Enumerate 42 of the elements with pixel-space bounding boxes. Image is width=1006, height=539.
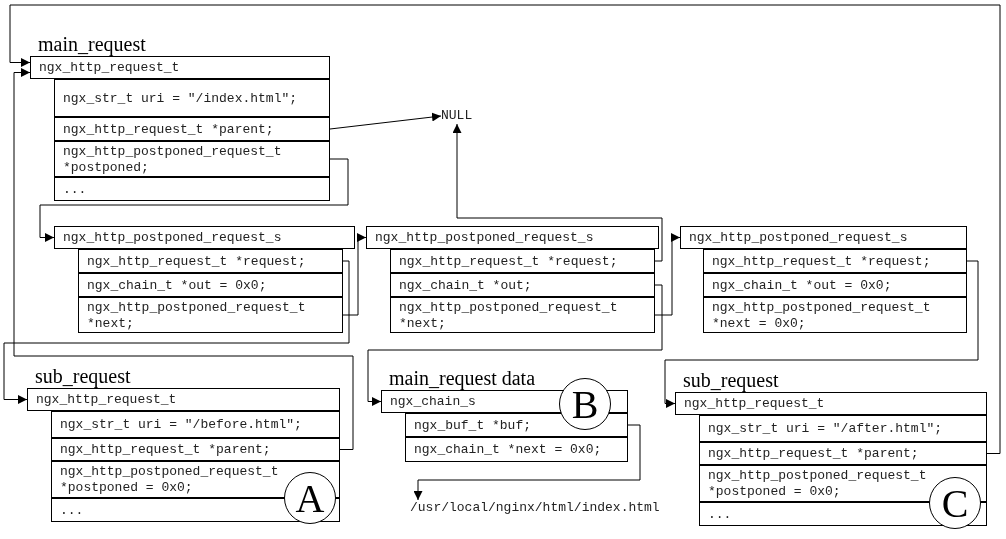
- pointer-arrow: [39, 158, 349, 242]
- pointer-arrow: [452, 123, 663, 262]
- struct-type-header: ngx_http_request_t: [675, 392, 987, 415]
- struct-type-header: ngx_http_request_t: [27, 388, 340, 411]
- struct-type-header: ngx_http_postponed_request_s: [680, 226, 967, 249]
- pointer-arrow: [367, 284, 663, 406]
- struct-field: ngx_http_request_t *request;: [78, 249, 343, 273]
- struct-field: ngx_http_request_t *parent;: [699, 442, 987, 465]
- struct-field: ...: [54, 177, 330, 201]
- value-text: /usr/local/nginx/html/index.html: [410, 500, 660, 516]
- struct-field: ngx_http_postponed_request_t *next = 0x0;: [703, 297, 967, 333]
- struct-field: ngx_str_t uri = "/before.html";: [51, 411, 340, 438]
- struct-field: ngx_http_request_t *request;: [390, 249, 655, 273]
- struct-type-header: ngx_http_postponed_request_s: [54, 226, 355, 249]
- pointer-arrow: [13, 68, 354, 450]
- variable-name: sub_request: [35, 364, 131, 388]
- marker-circle: B: [559, 378, 611, 430]
- struct-field: ngx_http_request_t *parent;: [51, 438, 340, 461]
- pointer-arrow: [413, 424, 641, 501]
- struct-field: ngx_str_t uri = "/index.html";: [54, 79, 330, 117]
- variable-name: main_request data: [389, 366, 536, 390]
- struct-field: ngx_chain_t *out = 0x0;: [78, 273, 343, 297]
- struct-field: ngx_http_request_t *parent;: [54, 117, 330, 141]
- struct-field: ngx_chain_t *next = 0x0;: [405, 437, 628, 462]
- pointer-arrow: [3, 260, 350, 404]
- variable-name: main_request: [38, 32, 146, 56]
- struct-field: ngx_http_postponed_request_t *next;: [78, 297, 343, 333]
- variable-name: sub_request: [683, 368, 779, 392]
- struct-field: ngx_str_t uri = "/after.html";: [699, 415, 987, 442]
- struct-field: ngx_http_request_t *request;: [703, 249, 967, 273]
- pointer-arrow: [342, 233, 367, 316]
- pointer-arrow: [664, 260, 979, 408]
- pointer-arrow: [9, 4, 1001, 454]
- struct-type-header: ngx_http_request_t: [30, 56, 330, 79]
- value-text: NULL: [441, 108, 473, 124]
- struct-field: ngx_chain_t *out = 0x0;: [703, 273, 967, 297]
- pointer-arrow: [329, 112, 442, 130]
- struct-field: ngx_chain_t *out;: [390, 273, 655, 297]
- pointer-arrow: [654, 233, 681, 316]
- struct-field: ngx_http_postponed_request_t *postponed;: [54, 141, 330, 177]
- struct-field: ngx_http_postponed_request_t *next;: [390, 297, 655, 333]
- struct-type-header: ngx_http_postponed_request_s: [366, 226, 659, 249]
